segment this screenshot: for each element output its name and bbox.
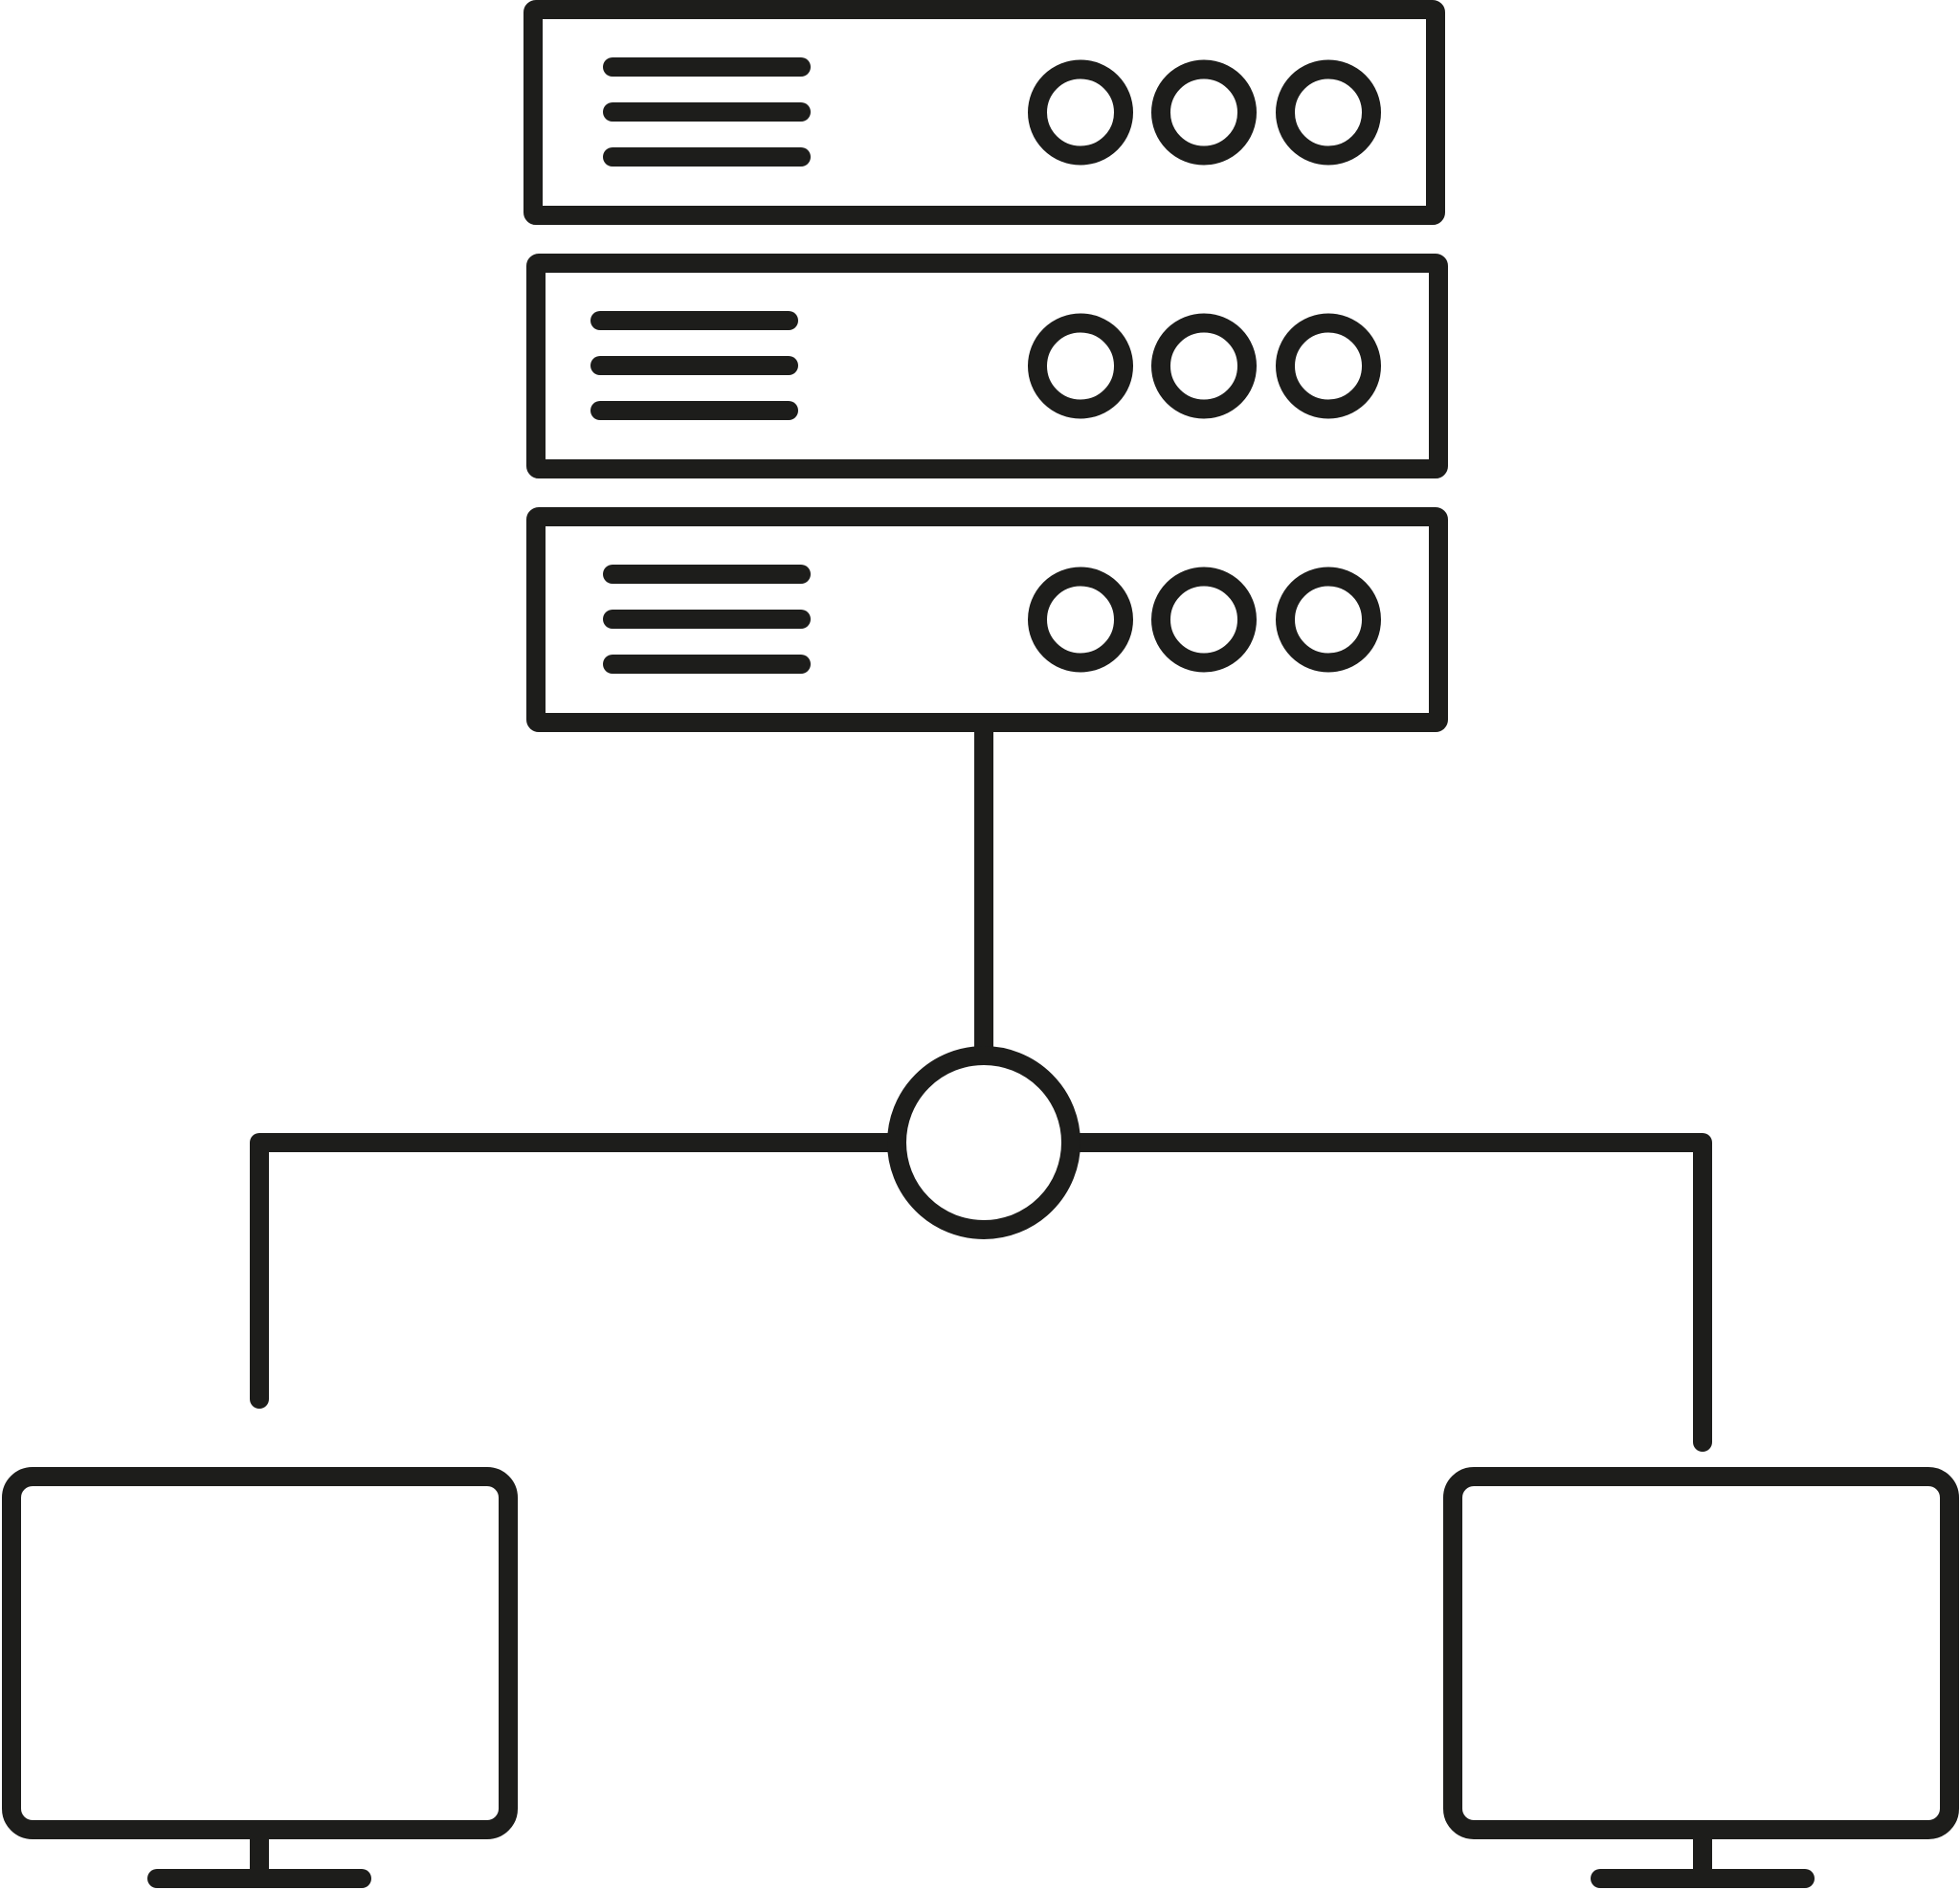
server-rack-icon (523, 0, 1448, 732)
client-monitor-left (2, 1467, 518, 1888)
server-unit-frame (526, 254, 1448, 478)
monitor-screen (2, 1467, 518, 1839)
server-unit-3 (526, 507, 1448, 732)
server-status-light-icon (1151, 59, 1257, 166)
server-status-light-icon (1276, 567, 1381, 673)
server-status-light-icon (1028, 313, 1133, 419)
server-unit-2 (526, 254, 1448, 478)
link-hub-to-right-monitor (1061, 1133, 1712, 1452)
server-status-light-icon (1028, 567, 1133, 673)
network-connections (250, 723, 1712, 1452)
link-hub-to-left-monitor (250, 1133, 906, 1409)
client-monitors (2, 1467, 1959, 1888)
server-unit-frame (523, 0, 1445, 225)
server-status-light-icon (1276, 313, 1381, 419)
server-status-light-icon (1151, 567, 1257, 673)
server-status-light-icon (1276, 59, 1381, 166)
network-hub-icon (887, 1046, 1080, 1239)
monitor-screen (1443, 1467, 1959, 1839)
hub-circle (887, 1046, 1080, 1239)
server-status-light-icon (1151, 313, 1257, 419)
server-status-light-icon (1028, 59, 1133, 166)
server-unit-1 (523, 0, 1445, 225)
client-monitor-right (1443, 1467, 1959, 1888)
